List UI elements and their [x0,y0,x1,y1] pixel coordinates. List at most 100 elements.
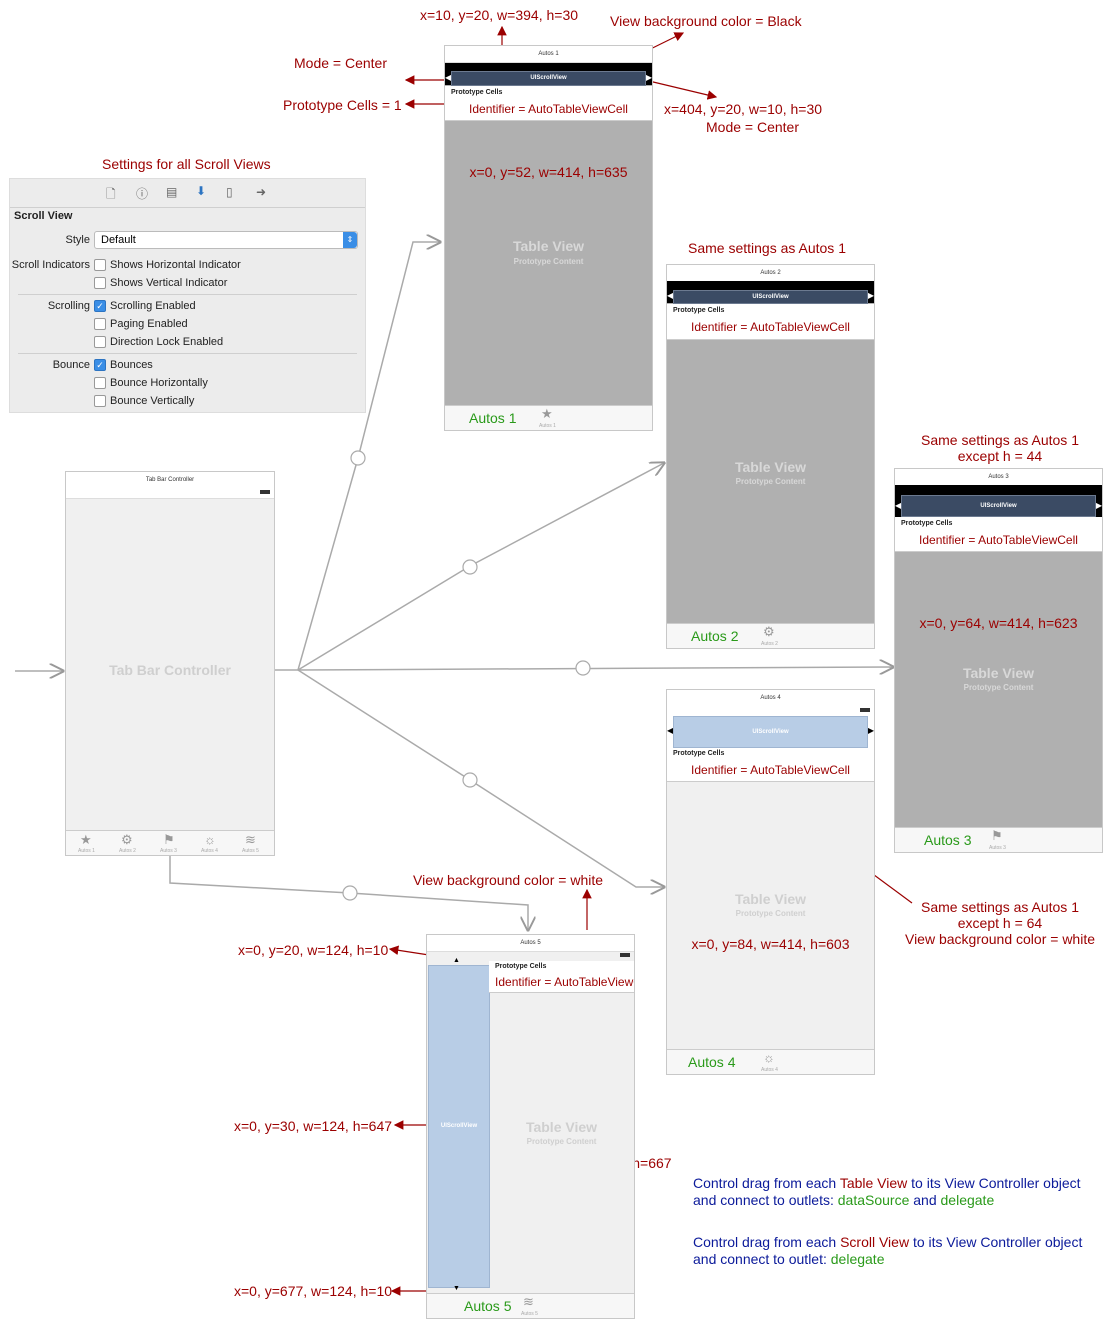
identifier-label: Identifier = AutoTableViewCell [495,975,634,989]
direction-lock-label: Direction Lock Enabled [110,336,224,348]
gear-icon: ⚙ [763,624,775,639]
tbc-label: Tab Bar Controller [109,662,231,678]
segue-autos2 [297,463,664,671]
left-arrow-icon: ◀ [667,291,674,300]
autos1-scene[interactable]: Autos 1 ◀ ▶ UIScrollView Prototype Cells… [444,45,653,431]
annotation-table-frame: x=0, y=64, w=414, h=623 [919,615,1078,631]
scene-title: Autos 3 [895,469,1102,486]
annotation-prototype-cells: Prototype Cells = 1 [283,97,402,113]
autos2-tab-bar: Autos 2 ⚙ Autos 2 [667,623,874,648]
bounce-label: Bounce [52,359,90,371]
prototype-cells: Prototype Cells Identifier = AutoTableVi… [895,517,1102,552]
prototype-cells: Prototype Cells Identifier = AutoTableVi… [667,304,874,340]
identifier-label: Identifier = AutoTableViewCell [691,320,850,334]
right-arrow-icon: ▶ [867,726,874,735]
annotation-settings-all: Settings for all Scroll Views [102,156,271,172]
paging-checkbox[interactable] [94,318,106,330]
tab-label: Autos 1 [78,848,95,854]
tab-label[interactable]: Autos 4 [688,1054,736,1070]
chevron-down-icon: ⇕ [343,232,357,248]
prototype-cells: Prototype Cells Identifier = AutoTableVi… [445,86,652,121]
connections-icon[interactable]: ➜ [256,185,267,199]
scroll-view[interactable]: UIScrollView [451,71,646,86]
up-arrow-icon: ▲ [453,957,460,964]
bounces-checkbox[interactable]: ✓ [94,359,106,371]
vertical-indicator-checkbox[interactable] [94,277,106,289]
scrolling-enabled-checkbox[interactable]: ✓ [94,300,106,312]
scene-title: Autos 2 [667,265,874,282]
tab-bar-controller-scene[interactable]: Tab Bar Controller Tab Bar Controller ★ … [65,471,275,856]
annotation-same-autos1: Same settings as Autos 1 [688,240,846,256]
prototype-cells: Prototype Cells Identifier = AutoTableVi… [667,748,874,782]
right-arrow-icon: ▶ [867,291,874,300]
scroll-view[interactable]: UIScrollView [428,965,490,1288]
autos2-scene[interactable]: Autos 2 ◀ ▶ UIScrollView Prototype Cells… [666,264,875,649]
tab-mini-label: Autos 1 [539,423,556,429]
annotation-table-frame: x=0, y=84, w=414, h=603 [691,936,850,952]
right-arrow-icon: ▶ [1095,501,1102,510]
segue-badge [462,772,478,788]
attributes-icon[interactable]: ⬇ [196,184,207,198]
table-view-label: Table View [962,665,1035,681]
bounce-horizontal-checkbox[interactable] [94,377,106,389]
tab-mini-label: Autos 4 [761,1067,778,1073]
autos4-scene[interactable]: Autos 4 ◀ ▶ UIScrollView Prototype Cells… [666,689,875,1075]
left-arrow-icon: ◀ [895,501,902,510]
tab-label[interactable]: Autos 5 [464,1298,512,1314]
star-icon: ★ [541,406,553,421]
segue-badge [462,559,478,575]
star-icon[interactable]: ★ [80,832,92,847]
prototype-content-label: Prototype Content [735,477,806,486]
battery-icon [860,708,870,712]
horizontal-indicator-label: Shows Horizontal Indicator [110,259,241,271]
wifi-icon[interactable]: ≋ [245,832,256,847]
tab-mini-label: Autos 2 [761,641,778,647]
scrolling-label: Scrolling [47,300,90,312]
prototype-cells: Prototype Cells Identifier = AutoTableVi… [489,961,634,993]
scene-title: Autos 5 [427,935,634,952]
battery-icon [260,490,270,494]
annotation-bg-white: View background color = white [413,872,604,888]
instructions-scroll-view: Control drag from each Scroll View to it… [693,1234,1083,1267]
bounce-horizontal-label: Bounce Horizontally [110,377,208,389]
scroll-view[interactable]: UIScrollView [673,716,868,748]
identifier-label: Identifier = AutoTableViewCell [469,102,628,116]
help-icon[interactable]: ⓘ [136,187,149,201]
autos3-scene[interactable]: Autos 3 ◀ ▶ UIScrollView Prototype Cells… [894,468,1103,853]
sun-icon[interactable]: ☼ [204,832,216,847]
direction-lock-checkbox[interactable] [94,336,106,348]
bounce-vertical-checkbox[interactable] [94,395,106,407]
annotation-mode-left: Mode = Center [294,55,387,71]
tab-label[interactable]: Autos 1 [469,410,517,426]
annotation-autos4-note: Same settings as Autos 1 except h = 64 V… [904,899,1096,947]
style-select[interactable]: Default ⇕ [94,231,358,249]
annotation-mode-right: Mode = Center [706,119,799,135]
scroll-view[interactable]: UIScrollView [901,495,1096,517]
identity-icon[interactable]: ▤ [166,185,178,199]
tab-label: Autos 3 [160,848,177,854]
prototype-content-label: Prototype Content [735,909,806,918]
gear-icon[interactable]: ⚙ [121,832,133,847]
table-view-label: Table View [525,1119,598,1135]
sun-icon: ☼ [763,1050,775,1065]
tab-label[interactable]: Autos 3 [924,832,972,848]
horizontal-indicator-checkbox[interactable] [94,259,106,271]
prototype-content-label: Prototype Content [963,683,1034,692]
segue-badge [575,660,591,676]
autos5-scene[interactable]: Autos 5 ▲ UIScrollView ▼ Prototype Cells… [426,934,635,1319]
tab-mini-label: Autos 5 [521,1311,538,1317]
table-view-label: Table View [512,238,585,254]
bounce-vertical-label: Bounce Vertically [110,395,195,407]
file-icon[interactable]: 🗋 [106,187,116,201]
tab-label[interactable]: Autos 2 [691,628,739,644]
scroll-view[interactable]: UIScrollView [673,290,868,304]
flag-icon[interactable]: ⚑ [163,832,175,847]
right-arrow-icon: ▶ [645,73,652,82]
tab-label: Autos 2 [119,848,136,854]
flag-icon: ⚑ [991,828,1003,843]
attributes-inspector: 🗋 ⓘ ▤ ⬇ ▯ ➜ Scroll View Style Default ⇕ … [9,178,366,413]
identifier-label: Identifier = AutoTableViewCell [691,763,850,777]
autos4-tab-bar: Autos 4 ☼ Autos 4 [667,1049,874,1074]
size-icon[interactable]: ▯ [226,185,233,199]
